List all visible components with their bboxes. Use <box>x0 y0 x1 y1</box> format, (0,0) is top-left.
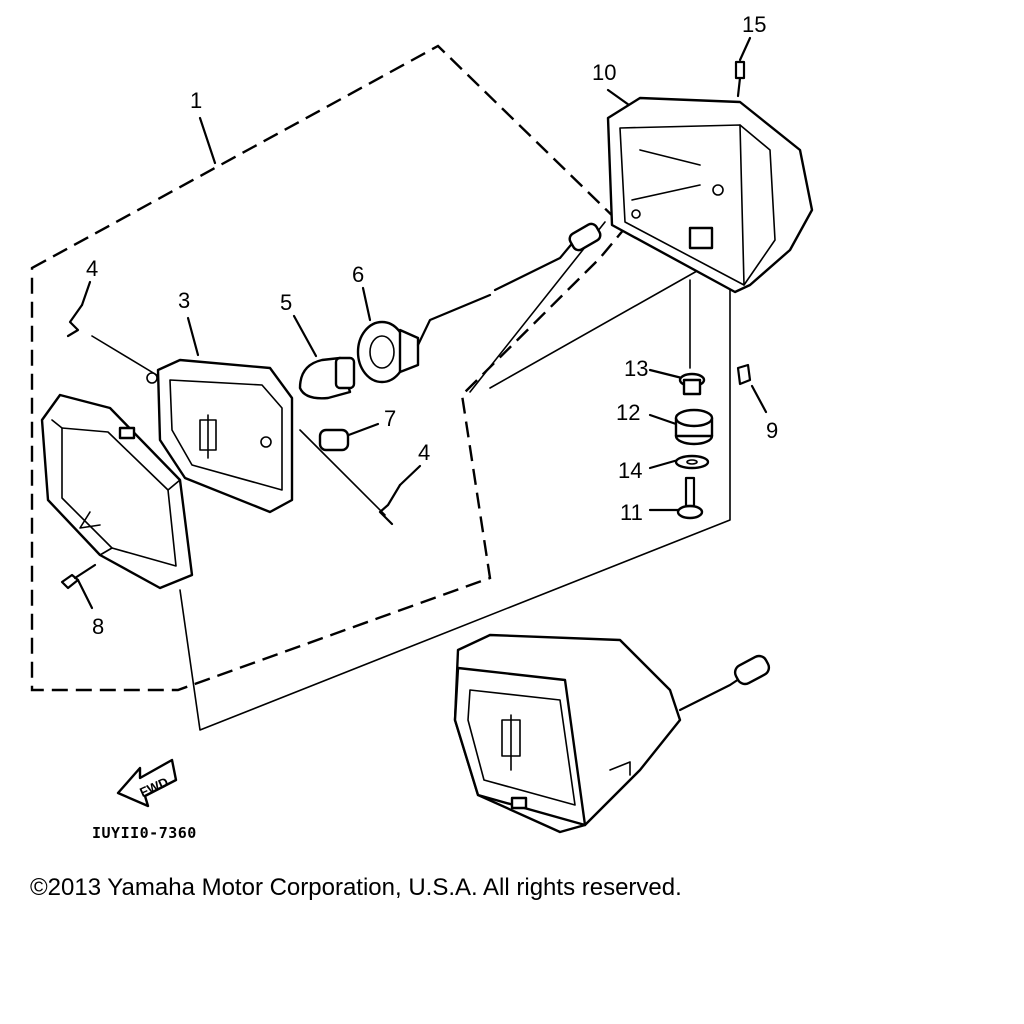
callout-4-upper: 4 <box>86 256 98 281</box>
callout-1: 1 <box>190 88 202 113</box>
copyright-notice: ©2013 Yamaha Motor Corporation, U.S.A. A… <box>30 874 682 901</box>
lens-unit-3 <box>146 358 294 514</box>
bolt-15 <box>734 60 746 98</box>
callout-3: 3 <box>178 288 190 313</box>
callout-labels: 1 3 4 4 5 6 7 8 9 10 11 12 13 14 15 <box>86 12 778 639</box>
diagram-code: IUYII0-7360 <box>92 824 197 842</box>
pilot-bulb-7 <box>318 428 350 452</box>
callout-15: 15 <box>742 12 766 37</box>
assembly-1-boundary <box>30 44 627 692</box>
damper-12 <box>674 408 714 446</box>
bolt-9 <box>736 363 752 386</box>
callout-11: 11 <box>620 500 643 525</box>
callout-12: 12 <box>616 400 640 425</box>
screw-8 <box>60 563 97 590</box>
bolt-11 <box>676 476 704 520</box>
spring-clip-4-upper <box>66 303 84 338</box>
spring-clip-4-lower <box>378 483 402 526</box>
callout-5: 5 <box>280 290 292 315</box>
headlight-rim <box>40 393 194 590</box>
callout-7: 7 <box>384 406 396 431</box>
collar-13 <box>678 372 706 396</box>
washer-14 <box>674 454 710 470</box>
callout-10: 10 <box>592 60 616 85</box>
headlight-exploded-diagram: FWD 1 3 4 4 5 6 7 8 9 10 11 12 13 14 15 … <box>30 12 814 842</box>
socket-6 <box>356 222 602 384</box>
callout-8: 8 <box>92 614 104 639</box>
callout-4-lower: 4 <box>418 440 430 465</box>
housing-case-10 <box>606 96 814 294</box>
forward-arrow: FWD <box>116 758 178 808</box>
callout-14: 14 <box>618 458 642 483</box>
callout-9: 9 <box>766 418 778 443</box>
assembled-headlight <box>453 633 771 834</box>
callout-13: 13 <box>624 356 648 381</box>
bulb-5 <box>298 356 356 400</box>
callout-6: 6 <box>352 262 364 287</box>
